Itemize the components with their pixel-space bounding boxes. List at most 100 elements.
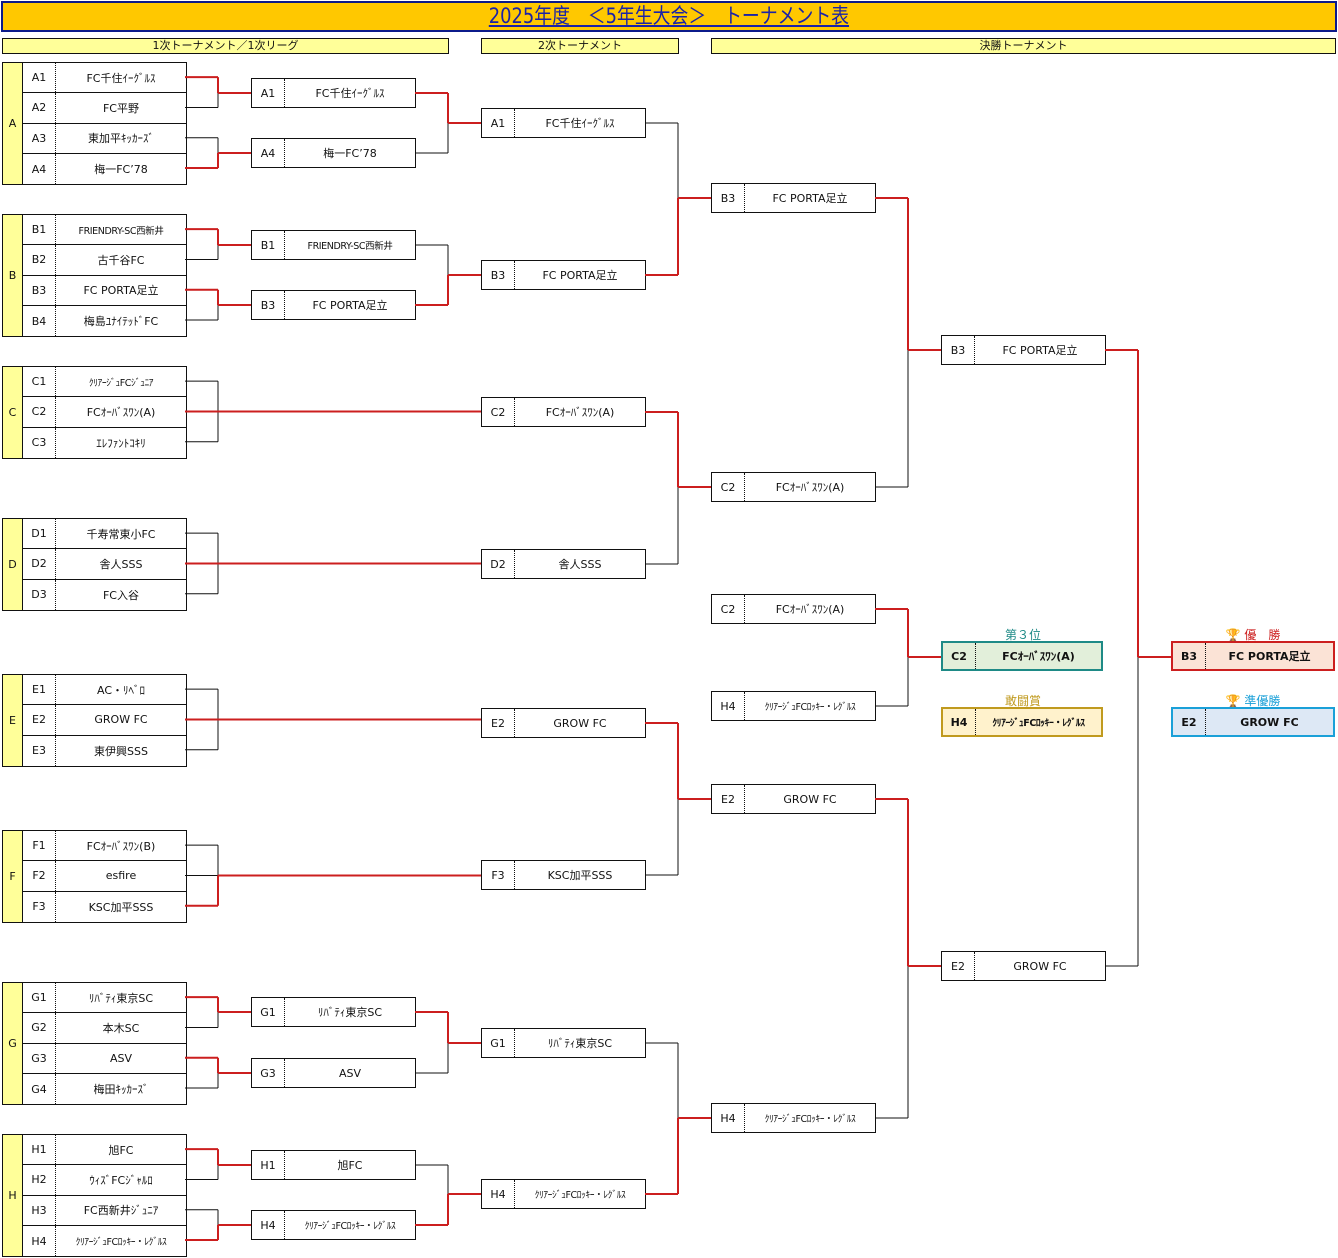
team-code: A2 <box>23 93 56 123</box>
round2-match-box: H4 ｸﾘｱｰｼﾞｭFCﾛｯｷｰ・ﾚｸﾞﾙｽ <box>481 1179 646 1209</box>
team-name: FC千住ｲｰｸﾞﾙｽ <box>315 87 385 100</box>
team-code: H4 <box>712 1104 745 1132</box>
page-title: 2025年度 ＜5年生大会＞ トーナメント表 <box>488 4 850 28</box>
team-name: ｸﾘｱｰｼﾞｭFCﾛｯｷｰ・ﾚｸﾞﾙｽ <box>764 1114 856 1125</box>
team-code: H4 <box>252 1211 285 1239</box>
team-name: 本木SC <box>102 1021 140 1035</box>
third-place-label: 第３位 <box>941 626 1105 643</box>
round1-winners-match-box: A1 FC千住ｲｰｸﾞﾙｽ <box>251 78 416 108</box>
team-code: A1 <box>482 109 515 137</box>
team-name: ｸﾘｱｰｼﾞｭFCﾛｯｷｰ・ﾚｸﾞﾙｽ <box>992 718 1085 729</box>
trophy-icon: 🏆 <box>1225 628 1241 642</box>
team-code: H1 <box>23 1135 56 1165</box>
group-letter: B <box>3 215 23 337</box>
runner-up-box: E2 GROW FC <box>1171 707 1335 737</box>
group-letter: H <box>3 1135 23 1257</box>
team-name: FCｵｰﾊﾞｽﾜﾝ(A) <box>775 481 845 494</box>
team-code: F3 <box>482 861 515 889</box>
team-code: B1 <box>252 231 285 259</box>
round2-match-box: A1 FC千住ｲｰｸﾞﾙｽ <box>481 108 646 138</box>
team-name: 舎人SSS <box>558 558 602 571</box>
team-code: B3 <box>23 275 56 305</box>
team-name: GROW FC <box>553 716 607 730</box>
team-name: FC西新井ｼﾞｭﾆｱ <box>83 1204 159 1218</box>
team-code: A4 <box>252 139 285 167</box>
team-name: ｸﾘｱｰｼﾞｭFCﾛｯｷｰ・ﾚｸﾞﾙｽ <box>534 1190 626 1201</box>
team-code: G3 <box>252 1059 285 1087</box>
champion-label-text: 優 勝 <box>1244 628 1281 642</box>
team-code: D3 <box>23 579 56 610</box>
team-code: E3 <box>23 735 56 766</box>
team-name: FCｵｰﾊﾞｽﾜﾝ(B) <box>86 839 156 853</box>
team-code: B3 <box>712 184 745 212</box>
team-name: GROW FC <box>1013 959 1067 973</box>
team-code: H4 <box>943 709 976 735</box>
team-code: C2 <box>712 473 745 501</box>
team-code: G1 <box>482 1029 515 1057</box>
team-name: FC PORTA足立 <box>1228 650 1311 663</box>
team-code: F1 <box>23 831 56 861</box>
group-letter: D <box>3 519 23 610</box>
quarterfinal-match-box: H4 ｸﾘｱｰｼﾞｭFCﾛｯｷｰ・ﾚｸﾞﾙｽ <box>711 1103 876 1133</box>
team-name: FC平野 <box>102 101 139 115</box>
team-code: B1 <box>23 215 56 245</box>
round2-match-box: D2 舎人SSS <box>481 549 646 579</box>
team-code: E2 <box>1173 709 1206 735</box>
team-code: A1 <box>23 63 56 93</box>
team-name: 古千谷FC <box>97 253 145 267</box>
team-name: AC・ﾘﾍﾞﾛ <box>96 683 145 697</box>
team-code: F2 <box>23 861 56 891</box>
team-name: ｸﾘｱｰｼﾞｭFCｼﾞｭﾆｱ <box>88 377 154 389</box>
team-code: C2 <box>943 643 976 669</box>
team-name: FCｵｰﾊﾞｽﾜﾝ(A) <box>545 406 615 419</box>
header-round2: 2次トーナメント <box>481 38 679 54</box>
team-code: E2 <box>482 709 515 737</box>
runner-up-label-text: 準優勝 <box>1244 694 1281 708</box>
champion-label: 🏆 優 勝 <box>1171 626 1335 643</box>
trophy-icon: 🏆 <box>1225 694 1241 708</box>
team-name: FC入谷 <box>102 588 139 602</box>
team-code: H3 <box>23 1195 56 1225</box>
team-name: KSC加平SSS <box>88 900 154 914</box>
team-code: A1 <box>252 79 285 107</box>
group-letter: G <box>3 983 23 1105</box>
team-name: KSC加平SSS <box>547 869 613 882</box>
team-code: B3 <box>252 291 285 319</box>
team-name: ｳｨｽﾞFCｼﾞｬﾙﾛ <box>89 1173 153 1187</box>
team-code: B3 <box>942 336 975 364</box>
team-name: 旭FC <box>108 1143 134 1157</box>
team-code: D2 <box>482 550 515 578</box>
team-name: FC千住ｲｰｸﾞﾙｽ <box>545 117 615 130</box>
third-place-box: C2 FCｵｰﾊﾞｽﾜﾝ(A) <box>941 641 1103 671</box>
team-name: FC PORTA足立 <box>1002 344 1078 357</box>
team-row: H3 FC西新井ｼﾞｭﾆｱ <box>23 1195 186 1226</box>
team-code: G2 <box>23 1013 56 1043</box>
team-code: H4 <box>482 1180 515 1208</box>
